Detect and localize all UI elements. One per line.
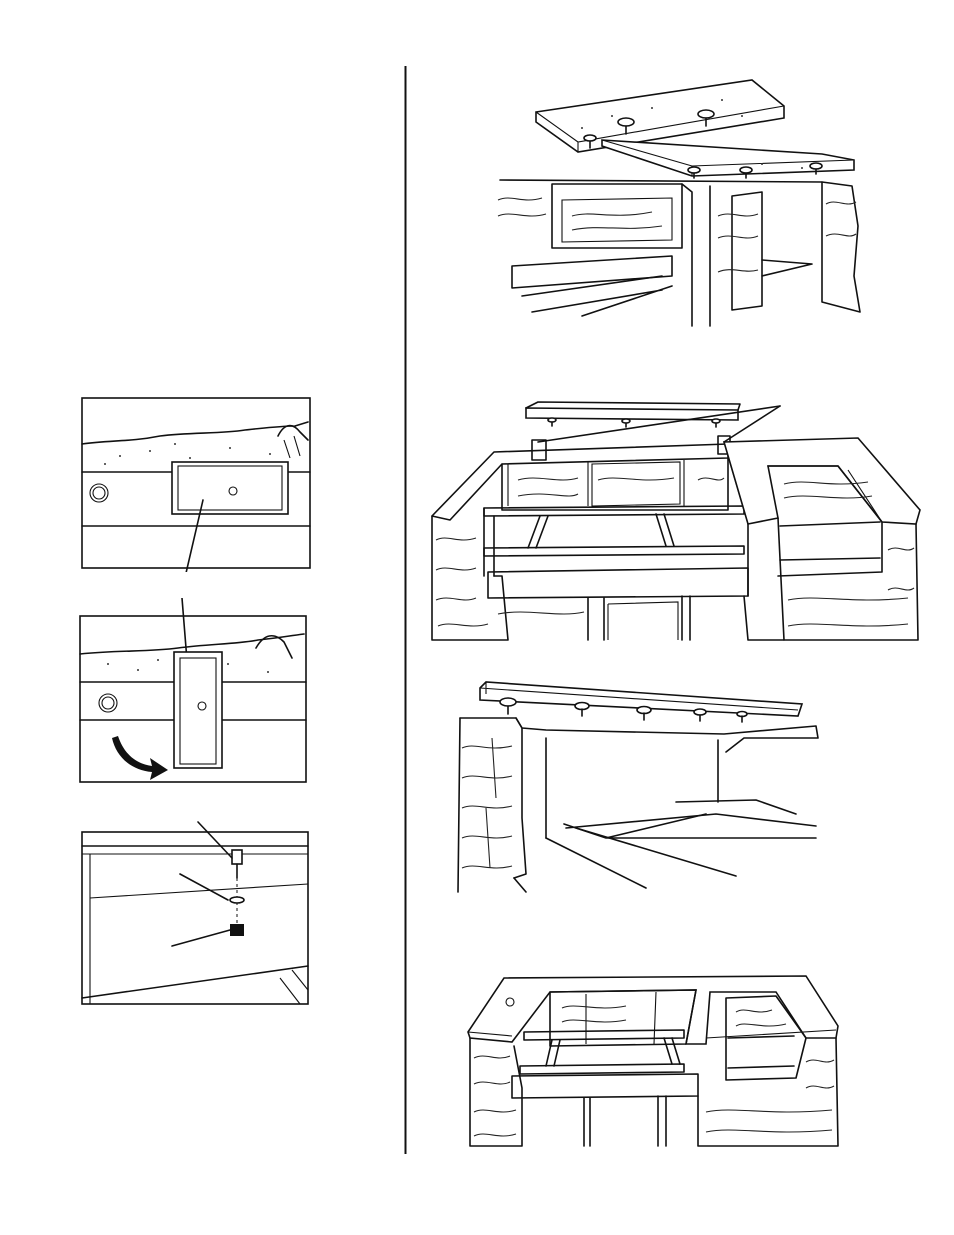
bracket-detail-after bbox=[78, 598, 310, 786]
bracket-detail-before bbox=[80, 396, 312, 572]
front-panel-installation bbox=[428, 400, 922, 644]
fastener-detail bbox=[80, 818, 312, 1008]
countertop-lowering bbox=[492, 76, 872, 346]
side-panel-installation bbox=[456, 678, 826, 896]
column-divider bbox=[404, 66, 407, 1154]
completed-island bbox=[466, 972, 842, 1150]
